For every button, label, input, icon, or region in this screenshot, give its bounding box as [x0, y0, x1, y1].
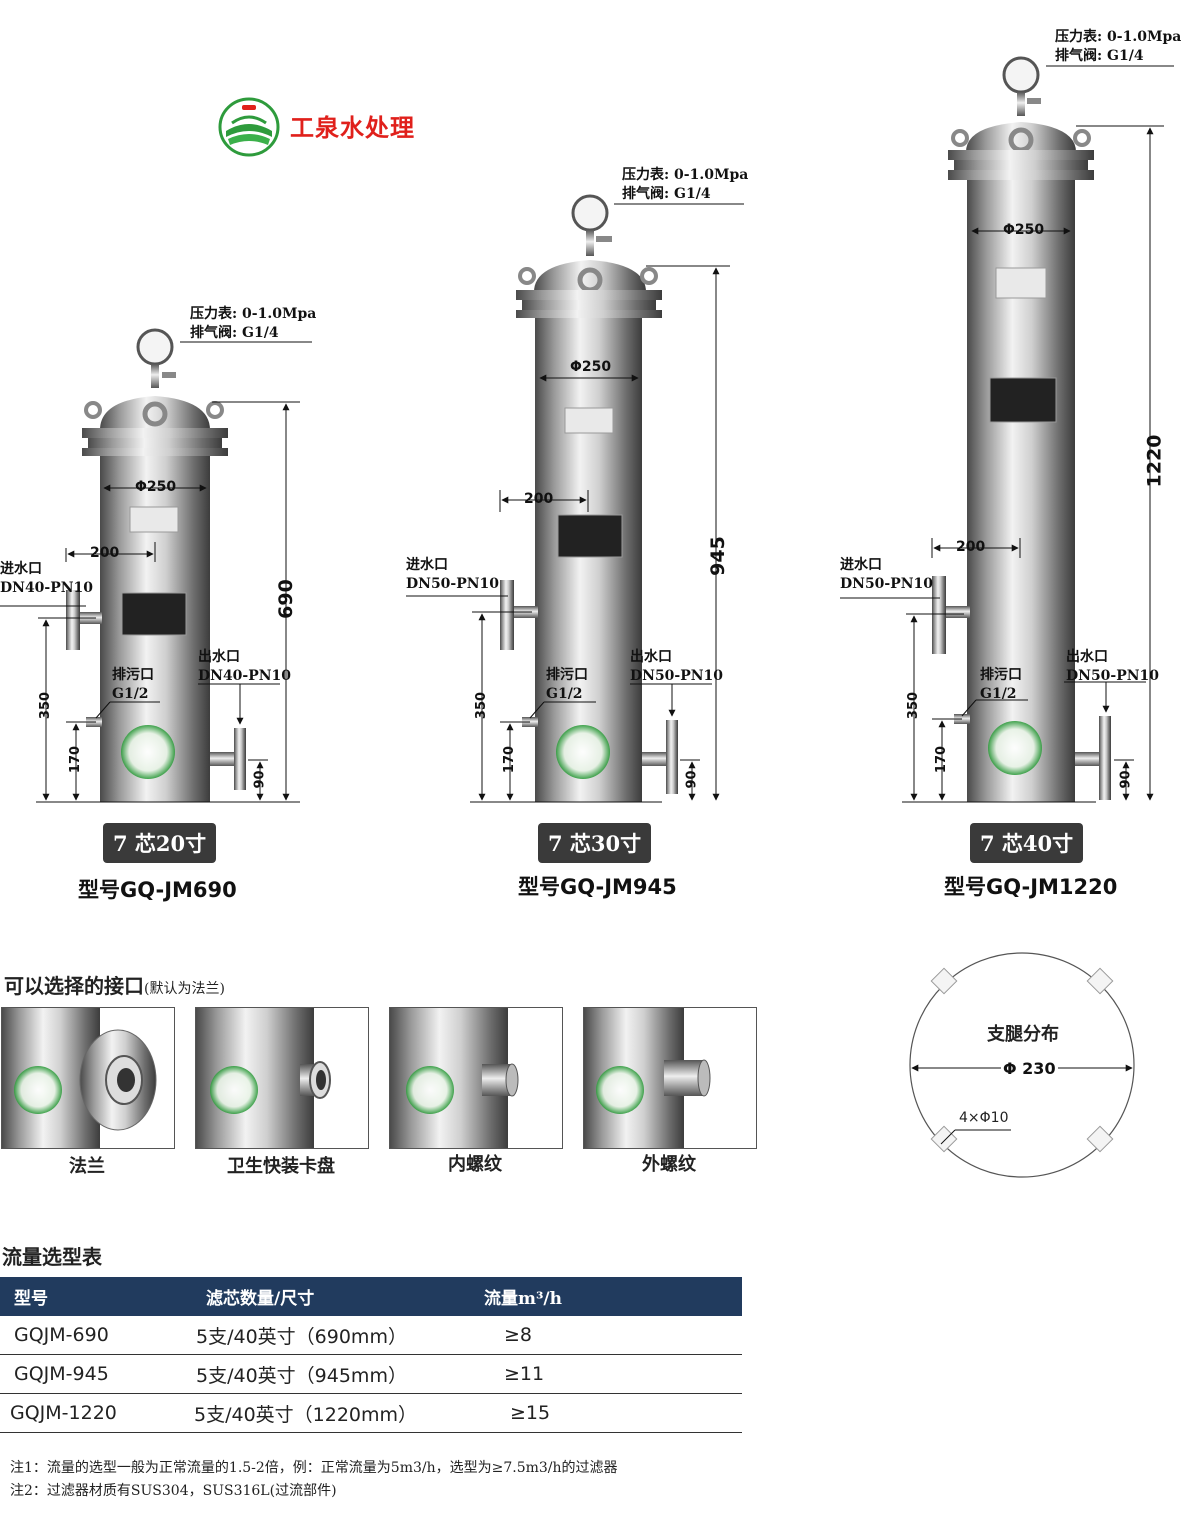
- cell-model: GQJM-945: [0, 1354, 194, 1394]
- cartridge-badge-945: 7 芯30寸: [538, 823, 652, 863]
- connection-label-male-thread: 外螺纹: [642, 1154, 696, 1175]
- note-2: 注2：过滤器材质有SUS304，SUS316L(过流部件): [10, 1483, 337, 1499]
- inlet-height-1220: 350: [906, 691, 922, 720]
- inlet-spec-690: 进水口 DN40-PN10: [0, 561, 94, 596]
- connection-label-flange: 法兰: [69, 1156, 105, 1177]
- table-row: GQJM-945 5支/40英寸（945mm） ≥11: [0, 1354, 742, 1394]
- table-row: GQJM-1220 5支/40英寸（1220mm） ≥15: [0, 1393, 742, 1433]
- connection-label-clamp: 卫生快装卡盘: [227, 1156, 335, 1177]
- outlet-spec-1220: 出水口 DN50-PN10: [1066, 649, 1160, 684]
- cartridge-badge-1220: 7 芯40寸: [970, 823, 1084, 863]
- drain-spec-945: 排污口 G1/2: [546, 667, 588, 702]
- cell-flow: ≥8: [462, 1316, 742, 1355]
- column-header-cartridge: 滤芯数量/尺寸: [194, 1277, 462, 1316]
- model-title-945: 型号GQ-JM945: [518, 875, 677, 899]
- drain-height-1220: 170: [934, 745, 950, 774]
- legs-diameter: Φ 230: [1001, 1059, 1058, 1078]
- connection-male-thread-image: [583, 1007, 757, 1149]
- table-row: GQJM-690 5支/40英寸（690mm） ≥8: [0, 1316, 742, 1355]
- inlet-height-690: 350: [38, 691, 54, 720]
- cell-cartridge: 5支/40英寸（690mm）: [194, 1316, 462, 1355]
- inlet-height-945: 350: [474, 691, 490, 720]
- brand-logo-icon: [218, 97, 280, 157]
- column-header-flow: 流量m³/h: [462, 1277, 742, 1316]
- height-945: 945: [706, 536, 729, 576]
- height-690: 690: [274, 579, 297, 619]
- cell-flow: ≥11: [462, 1354, 742, 1394]
- cell-cartridge: 5支/40英寸（945mm）: [194, 1354, 462, 1394]
- cell-model: GQJM-1220: [0, 1393, 194, 1433]
- inlet-spec-945: 进水口 DN50-PN10: [406, 557, 500, 592]
- drain-spec-1220: 排污口 G1/2: [980, 667, 1022, 702]
- legs-holes: 4×Φ10: [959, 1110, 1009, 1126]
- outlet-height-945: 90: [684, 770, 700, 789]
- brand-name: 工泉水处理: [290, 114, 415, 142]
- connections-heading: 可以选择的接口(默认为法兰): [4, 974, 225, 998]
- drain-spec-690: 排污口 G1/2: [112, 667, 154, 702]
- filter-diagram-1220: [840, 56, 1174, 803]
- outlet-spec-690: 出水口 DN40-PN10: [198, 649, 292, 684]
- legs-title: 支腿分布: [987, 1024, 1059, 1045]
- filter-diagram-945: [406, 194, 744, 803]
- height-1220: 1220: [1143, 434, 1166, 488]
- connection-female-thread-image: [389, 1007, 563, 1149]
- outlet-height-1220: 90: [1118, 770, 1134, 789]
- column-header-model: 型号: [0, 1277, 194, 1316]
- cell-model: GQJM-690: [0, 1316, 194, 1355]
- flow-table: 型号 滤芯数量/尺寸 流量m³/h GQJM-690 5支/40英寸（690mm…: [0, 1277, 742, 1433]
- gauge-spec-690: 压力表: 0-1.0Mpa 排气阀: G1/4: [190, 306, 317, 341]
- offset-945: 200: [524, 491, 554, 507]
- gauge-spec-945: 压力表: 0-1.0Mpa 排气阀: G1/4: [622, 167, 749, 202]
- cartridge-badge-690: 7 芯20寸: [103, 823, 217, 863]
- cell-cartridge: 5支/40英寸（1220mm）: [194, 1393, 462, 1433]
- diameter-690: Φ250: [135, 479, 177, 495]
- flow-table-title: 流量选型表: [2, 1245, 102, 1269]
- model-title-690: 型号GQ-JM690: [78, 878, 237, 902]
- offset-690: 200: [90, 545, 120, 561]
- cell-flow: ≥15: [462, 1393, 742, 1433]
- outlet-spec-945: 出水口 DN50-PN10: [630, 649, 724, 684]
- note-1: 注1：流量的选型一般为正常流量的1.5-2倍，例：正常流量为5m3/h，选型为≥…: [10, 1460, 618, 1476]
- filter-diagram-690: [0, 328, 312, 803]
- model-title-1220: 型号GQ-JM1220: [944, 875, 1118, 899]
- diameter-945: Φ250: [570, 359, 612, 375]
- connection-flange-image: [1, 1007, 175, 1149]
- connection-label-female-thread: 内螺纹: [448, 1154, 502, 1175]
- drain-height-945: 170: [502, 745, 518, 774]
- offset-1220: 200: [956, 539, 986, 555]
- drain-height-690: 170: [68, 745, 84, 774]
- connection-clamp-image: [195, 1007, 369, 1149]
- outlet-height-690: 90: [252, 770, 268, 789]
- table-header-row: 型号 滤芯数量/尺寸 流量m³/h: [0, 1277, 742, 1316]
- gauge-spec-1220: 压力表: 0-1.0Mpa 排气阀: G1/4: [1055, 29, 1182, 64]
- diameter-1220: Φ250: [1003, 222, 1045, 238]
- inlet-spec-1220: 进水口 DN50-PN10: [840, 557, 934, 592]
